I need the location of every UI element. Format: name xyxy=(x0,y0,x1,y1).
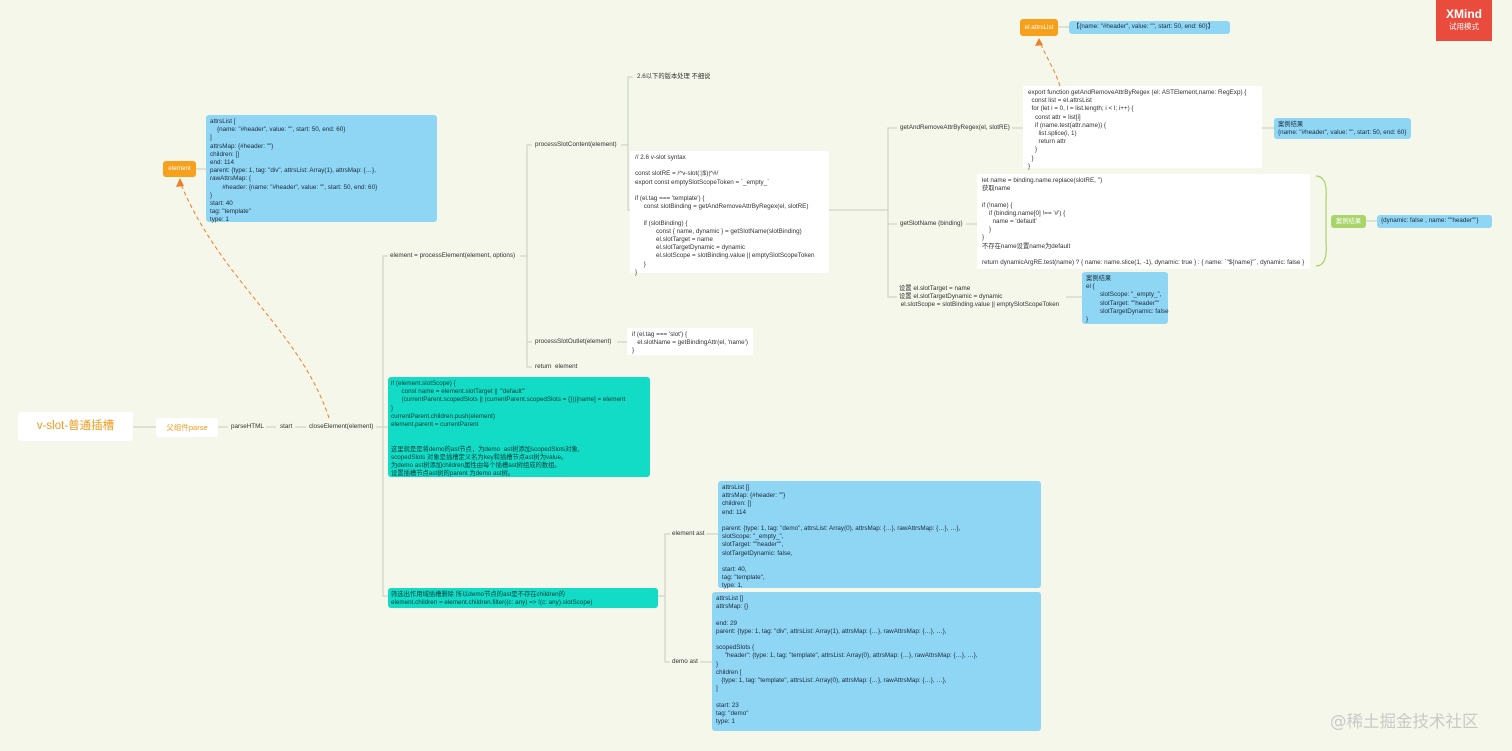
root-topic[interactable]: v-slot-普通插槽 xyxy=(18,412,133,441)
branch-parent-parse[interactable]: 父组件parse xyxy=(156,418,218,437)
el-attrslist-value: 【{name: "#header", value: "", start: 50,… xyxy=(1069,21,1230,34)
node-get-and-remove[interactable]: getAndRemoveAttrByRegex(el, slotRE) xyxy=(900,124,1010,131)
case-result-box-1: 案例结果 {name: "#header", value: "", start:… xyxy=(1274,118,1411,139)
node-set-slot[interactable]: 设置 el.slotTarget = name 设置 el.slotTarget… xyxy=(899,285,1060,309)
node-element-ast[interactable]: element ast xyxy=(672,530,705,537)
xmind-trial-badge[interactable]: XMind 试用模式 xyxy=(1436,0,1492,41)
scoped-slots-code: if (element.slotScope) { const name = el… xyxy=(388,377,650,477)
node-parsehtml[interactable]: parseHTML xyxy=(231,423,264,430)
node-version-note[interactable]: 2.6以下的版本处理 不细说 xyxy=(637,73,711,80)
demo-ast-box: attrsList [] attrsMap: {} end: 29 parent… xyxy=(712,592,1041,731)
node-process-slot-content[interactable]: processSlotContent(element) xyxy=(535,141,617,148)
watermark: @稀土掘金技术社区 xyxy=(1330,712,1479,731)
node-start[interactable]: start xyxy=(280,423,293,430)
element-ast-box: attrsList [] attrsMap: {#header: ""} chi… xyxy=(718,481,1041,589)
node-demo-ast[interactable]: demo ast xyxy=(672,658,698,665)
case-result-box-3: 案例结果 el { slotScope: "_empty_", slotTarg… xyxy=(1082,272,1169,324)
slot-syntax-code: // 2.6 v-slot syntax const slotRE = /^v-… xyxy=(630,151,829,276)
slot-outlet-code: if (el.tag === 'slot') { el.slotName = g… xyxy=(627,328,753,355)
element-label[interactable]: element xyxy=(163,161,196,177)
node-process-element[interactable]: element = processElement(element, option… xyxy=(390,252,516,259)
case-result-box-2: {dynamic: false , name: ""header""} xyxy=(1377,215,1492,228)
xmind-brand: XMind xyxy=(1446,7,1482,21)
case-result-label[interactable]: 案例结果 xyxy=(1331,215,1366,228)
xmind-mode: 试用模式 xyxy=(1449,22,1479,31)
node-process-slot-outlet[interactable]: processSlotOutlet(element) xyxy=(535,338,612,345)
get-and-remove-code: export function getAndRemoveAttrByRegex … xyxy=(1023,86,1262,170)
node-close-element[interactable]: closeElement(element) xyxy=(309,423,374,430)
get-slot-name-code: let name = binding.name.replace(slotRE, … xyxy=(977,174,1310,269)
el-attrslist-label[interactable]: el.attrsList xyxy=(1020,19,1058,36)
filter-children-code: 筛选出作用域插槽删除 所以demo节点的ast是不存在children的 ele… xyxy=(388,588,658,608)
element-box: attrsList [ {name: "#header", value: "",… xyxy=(206,115,437,223)
node-return-element[interactable]: return element xyxy=(535,363,578,370)
node-get-slot-name[interactable]: getSlotName (binding) xyxy=(900,220,963,227)
